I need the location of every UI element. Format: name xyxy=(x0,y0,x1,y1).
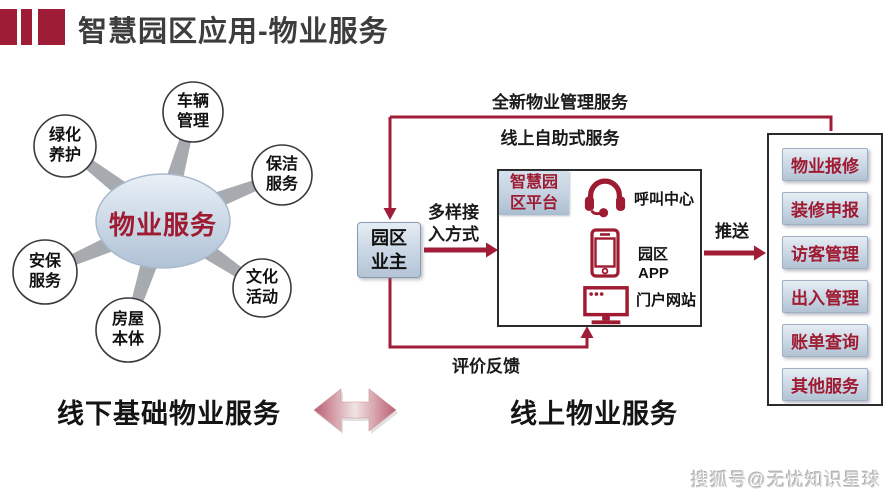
feedback-label: 评价反馈 xyxy=(452,357,520,376)
owner-box-label: 园区业主 xyxy=(371,228,407,272)
offline-services-label: 线下基础物业服务 xyxy=(57,399,281,429)
monitor-icon xyxy=(583,285,629,327)
channel-portal-label: 门户网站 xyxy=(636,292,697,309)
access-mode-label: 多样接入方式 xyxy=(428,203,479,244)
platform-tag: 智慧园区平台 xyxy=(499,171,569,215)
push-label: 推送 xyxy=(715,222,749,241)
hub-satellite-vehicle: 车辆管理 xyxy=(176,93,209,130)
header-accent-bar xyxy=(21,9,32,45)
push-arrow xyxy=(704,245,766,261)
hub-satellite-culture: 文化活动 xyxy=(245,269,278,306)
hub-satellite-greening: 绿化养护 xyxy=(48,127,81,164)
top-route-arrowhead xyxy=(383,208,397,220)
service-renovation: 装修申报 xyxy=(782,192,868,225)
online-services-label: 线上物业服务 xyxy=(510,399,678,429)
hub-satellite-cleaning: 保洁服务 xyxy=(265,156,298,193)
feedback-arrow xyxy=(388,278,594,349)
hub-center-ellipse xyxy=(95,173,231,269)
service-billing: 账单查询 xyxy=(782,324,868,357)
page-title: 智慧园区应用-物业服务 xyxy=(78,16,389,48)
header-accent-bar xyxy=(0,9,17,45)
channel-callcenter-label: 呼叫中心 xyxy=(634,191,695,208)
platform-tag-label: 智慧园区平台 xyxy=(509,174,558,212)
watermark: 搜狐号@无忧知识星球 xyxy=(690,470,881,490)
header-accent-bar xyxy=(38,9,65,45)
double-arrow xyxy=(313,388,398,434)
service-other: 其他服务 xyxy=(782,368,868,401)
hub-satellite-security: 安保服务 xyxy=(28,253,61,290)
smartphone-icon xyxy=(590,228,620,278)
service-visitor: 访客管理 xyxy=(782,236,868,269)
hub-satellite-housing: 房屋本体 xyxy=(111,311,144,348)
hub-satellite-circles xyxy=(12,81,313,363)
headset-icon xyxy=(582,173,628,218)
channel-app-label: 园区APP xyxy=(638,246,669,282)
self-service-label: 线上自助式服务 xyxy=(500,129,620,148)
top-route-arrow xyxy=(388,115,833,210)
top-route-label: 全新物业管理服务 xyxy=(492,93,628,112)
hub-center-label: 物业服务 xyxy=(108,210,217,240)
services-panel: 物业报修 装修申报 访客管理 出入管理 账单查询 其他服务 xyxy=(767,133,883,406)
service-access: 出入管理 xyxy=(782,280,868,313)
access-arrow xyxy=(424,242,498,258)
service-repair: 物业报修 xyxy=(782,148,868,181)
owner-box: 园区业主 xyxy=(357,222,421,278)
